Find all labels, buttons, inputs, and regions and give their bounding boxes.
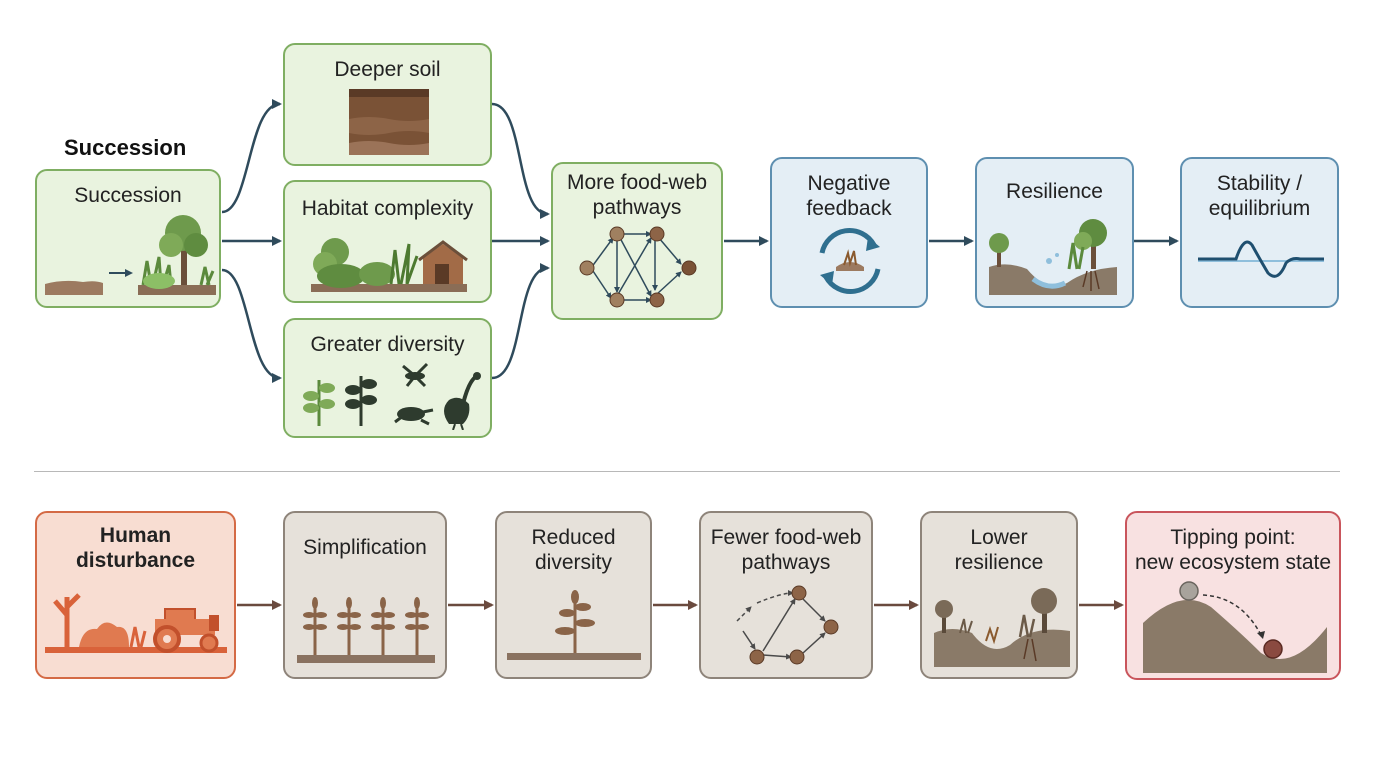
degraded-landscape-icon [934, 588, 1070, 667]
section-divider [34, 471, 1340, 472]
disturbance-icon [45, 593, 227, 653]
resilience-landscape-icon [989, 219, 1117, 295]
soil-layers-icon [349, 89, 429, 155]
food-web-icon [579, 226, 697, 308]
node-label: Lower resilience [954, 526, 1044, 574]
node-label: Human disturbance [75, 524, 196, 572]
node-human-disturbance: Human disturbance [35, 511, 236, 679]
sparse-food-web-icon [736, 585, 839, 665]
node-stability-equilibrium: Stability / equilibrium [1180, 157, 1339, 308]
node-habitat-complexity: Habitat complexity [283, 180, 492, 303]
node-label: Greater diversity [310, 333, 465, 356]
equilibrium-wave-icon [1198, 240, 1324, 278]
node-fewer-food-web: Fewer food-web pathways [699, 511, 873, 679]
species-icon [303, 362, 481, 430]
succession-icon [45, 215, 216, 295]
node-negative-feedback: Negative feedback [770, 157, 928, 308]
habitat-icon [311, 238, 468, 292]
node-label: Succession [74, 184, 182, 207]
node-label: Simplification [303, 536, 427, 559]
node-label: Deeper soil [334, 58, 441, 81]
node-resilience: Resilience [975, 157, 1134, 308]
node-greater-diversity: Greater diversity [283, 318, 492, 438]
monoculture-icon [297, 597, 435, 663]
arrow-diversity-to-foodweb [491, 263, 550, 380]
node-lower-resilience: Lower resilience [920, 511, 1078, 679]
node-tipping-point: Tipping point: new ecosystem state [1125, 511, 1341, 680]
node-label: Fewer food-web pathways [710, 526, 862, 574]
node-label: Habitat complexity [301, 197, 474, 220]
arrow-soil-to-foodweb [491, 102, 550, 219]
arrow-succession-to-soil [221, 99, 282, 214]
node-label: Tipping point: new ecosystem state [1134, 526, 1332, 574]
feedback-cycle-icon [819, 227, 881, 295]
single-plant-icon [507, 590, 641, 660]
node-simplification: Simplification [283, 511, 447, 679]
node-label: Resilience [1006, 180, 1103, 203]
node-label: More food-web pathways [566, 171, 708, 219]
section-title: Succession [64, 135, 187, 160]
node-reduced-diversity: Reduced diversity [495, 511, 652, 679]
node-deeper-soil: Deeper soil [283, 43, 492, 166]
node-succession: Succession [35, 169, 221, 308]
node-label: Negative feedback [806, 172, 892, 220]
tipping-point-icon [1143, 581, 1327, 673]
arrow-succession-to-diversity [221, 268, 282, 383]
node-label: Reduced diversity [531, 526, 616, 574]
node-more-food-web: More food-web pathways [551, 162, 723, 320]
node-label: Stability / equilibrium [1208, 172, 1311, 220]
